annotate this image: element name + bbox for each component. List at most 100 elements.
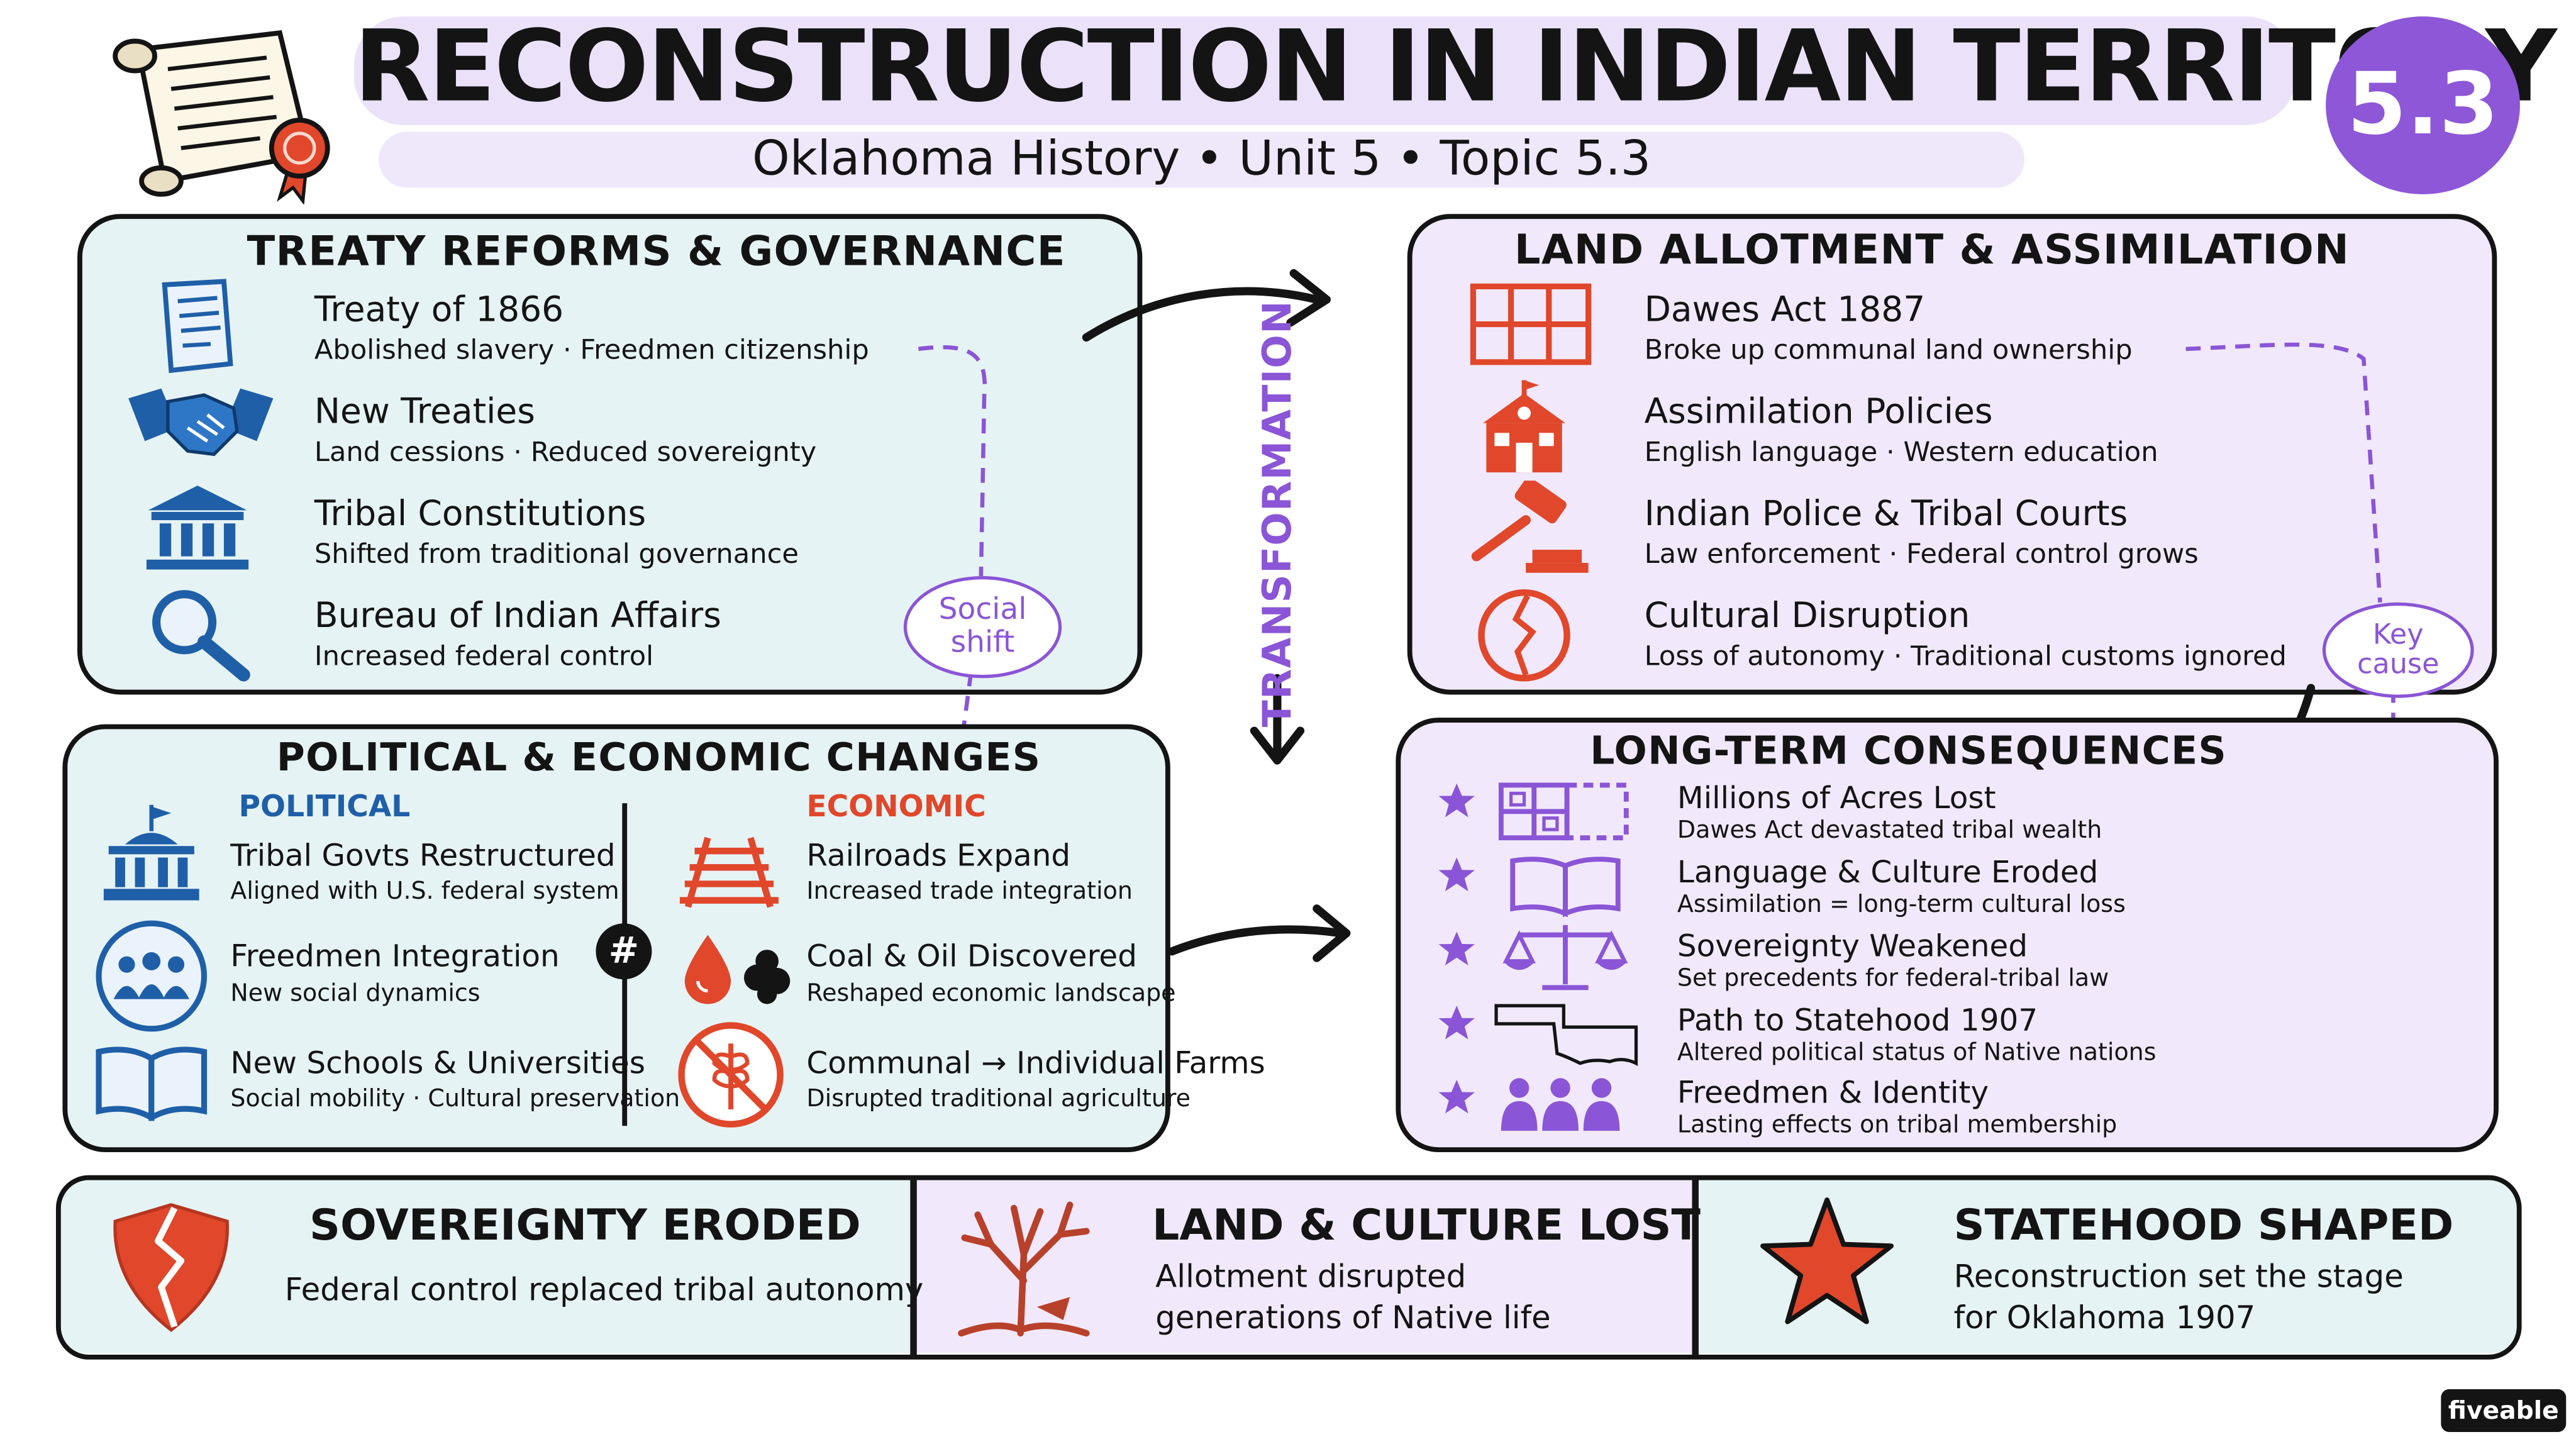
land-item-1-detail: Broke up communal land ownership (1644, 334, 2133, 366)
star-icon (1438, 1079, 1475, 1114)
social-shift-line2: shift (950, 625, 1015, 660)
hash-badge: # (596, 923, 652, 980)
political-item-2-detail: New social dynamics (230, 980, 480, 1008)
political-item-1-heading: Tribal Govts Restructured (230, 839, 616, 874)
star-icon (1438, 931, 1475, 965)
economic-item-2-detail: Reshaped economic landscape (806, 980, 1176, 1008)
treaty-item-4-heading: Bureau of Indian Affairs (314, 596, 721, 636)
broken-circle-icon (1478, 589, 1570, 682)
economic-item-2-heading: Coal & Oil Discovered (806, 940, 1137, 975)
consequence-item-2-heading: Language & Culture Eroded (1677, 855, 2099, 891)
land-item-1-heading: Dawes Act 1887 (1644, 289, 1926, 330)
star-icon (1438, 857, 1475, 892)
consequence-item-3-detail: Set precedents for federal-tribal law (1677, 966, 2109, 993)
economic-item-3-heading: Communal → Individual Farms (806, 1046, 1265, 1082)
oil-drop-coal-icon (684, 935, 791, 1004)
key-cause-line2: cause (2357, 648, 2440, 682)
document-icon (162, 279, 233, 374)
land-item-4-heading: Cultural Disruption (1644, 596, 1970, 636)
no-farming-icon (678, 1022, 784, 1128)
land-parcels-icon (1498, 782, 1629, 841)
scroll-seal-icon (113, 30, 330, 204)
treaty-item-1-heading: Treaty of 1866 (314, 289, 564, 330)
treaty-item-3-heading: Tribal Constitutions (314, 494, 647, 533)
oklahoma-outline-icon (1494, 1004, 1638, 1066)
government-building-icon (146, 486, 249, 570)
withered-tree-icon (958, 1201, 1090, 1337)
summary-1-title: SOVEREIGNTY ERODED (309, 1201, 861, 1252)
dashed-link-treaty (918, 345, 987, 577)
arrow-to-consequences (1167, 925, 1346, 956)
scales-of-justice-icon (1502, 924, 1628, 991)
economic-item-3-detail: Disrupted traditional agriculture (806, 1086, 1191, 1113)
land-grid-icon (1470, 283, 1592, 365)
star-bullets (1438, 783, 1475, 1114)
treaty-panel-title: TREATY REFORMS & GOVERNANCE (247, 227, 1066, 275)
land-item-3-heading: Indian Police & Tribal Courts (1644, 494, 2128, 533)
arrow-to-land-panel (1082, 287, 1321, 342)
consequence-item-1-detail: Dawes Act devastated tribal wealth (1677, 818, 2102, 845)
social-shift-line1: Social (938, 592, 1027, 628)
consequence-item-3-heading: Sovereignty Weakened (1677, 930, 2028, 965)
key-cause-tag: Key cause (2322, 602, 2474, 698)
social-shift-tag: Social shift (903, 576, 1062, 679)
title-highlight (353, 16, 2296, 125)
page-title: RECONSTRUCTION IN INDIAN TERRITORY (353, 9, 2557, 125)
political-panel-title: POLITICAL & ECONOMIC CHANGES (276, 734, 1041, 780)
land-item-4-detail: Loss of autonomy · Traditional customs i… (1644, 640, 2287, 672)
subtitle-highlight (378, 131, 2025, 188)
capitol-flag-icon (103, 804, 199, 901)
summary-2-title: LAND & CULTURE LOST (1152, 1201, 1701, 1252)
hash-badge-label: # (608, 931, 640, 972)
consequence-item-5-heading: Freedmen & Identity (1677, 1076, 1989, 1111)
treaty-item-3-detail: Shifted from traditional governance (314, 538, 799, 570)
political-item-1-detail: Aligned with U.S. federal system (230, 879, 619, 906)
summary-3-title: STATEHOOD SHAPED (1953, 1201, 2454, 1252)
political-item-3-heading: New Schools & Universities (230, 1046, 645, 1082)
consequence-item-5-detail: Lasting effects on tribal membership (1677, 1113, 2118, 1140)
community-group-icon (96, 920, 208, 1032)
political-label: POLITICAL (238, 790, 411, 825)
political-item-3-detail: Social mobility · Cultural preservation (230, 1086, 680, 1113)
treaty-item-2-heading: New Treaties (314, 391, 535, 431)
consequences-panel-title: LONG-TERM CONSEQUENCES (1590, 727, 2228, 774)
summary-3-text: Reconstruction set the stage for Oklahom… (1953, 1259, 2404, 1337)
handshake-icon (128, 388, 274, 457)
dashed-link-land (2185, 342, 2382, 603)
fiveable-logo-text: fiveable (2448, 1396, 2559, 1426)
consequence-item-2-detail: Assimilation = long-term cultural loss (1677, 892, 2126, 919)
treaty-item-1-detail: Abolished slavery · Freedmen citizenship (314, 334, 869, 366)
economic-label: ECONOMIC (806, 790, 986, 825)
consequence-item-1-heading: Millions of Acres Lost (1677, 782, 1996, 817)
magnifying-glass-icon (152, 590, 250, 682)
topic-badge-label: 5.3 (2346, 55, 2499, 155)
star-icon (1438, 783, 1475, 818)
gavel-icon (1471, 480, 1589, 573)
economic-item-1-heading: Railroads Expand (806, 839, 1071, 874)
cracked-shield-icon (113, 1203, 230, 1333)
land-item-2-detail: English language · Western education (1644, 436, 2158, 468)
consequence-item-4-detail: Altered political status of Native natio… (1677, 1040, 2157, 1067)
summary-2-text: Allotment disrupted generations of Nativ… (1155, 1259, 1551, 1337)
treaty-item-4-detail: Increased federal control (314, 640, 654, 672)
land-panel-title: LAND ALLOTMENT & ASSIMILATION (1514, 225, 2350, 274)
transformation-label: TRANSFORMATION (1254, 300, 1301, 728)
topic-badge: 5.3 (2326, 16, 2520, 194)
key-cause-line1: Key (2372, 619, 2424, 652)
schoolhouse-icon (1483, 380, 1565, 473)
star-icon (1438, 1006, 1475, 1040)
star-icon (1760, 1197, 1894, 1324)
page-subtitle: Oklahoma History • Unit 5 • Topic 5.3 (752, 130, 1652, 186)
summary-divider-1 (910, 1180, 916, 1355)
summary-divider-2 (1692, 1180, 1698, 1355)
people-group-icon (1501, 1078, 1620, 1131)
consequence-item-4-heading: Path to Statehood 1907 (1677, 1004, 2038, 1039)
fiveable-logo: fiveable (2441, 1389, 2567, 1432)
economic-item-1-detail: Increased trade integration (806, 879, 1133, 906)
open-book-icon (96, 1046, 208, 1121)
book-icon (1510, 857, 1621, 918)
land-item-3-detail: Law enforcement · Federal control grows (1644, 538, 2199, 570)
railroad-tracks-icon (679, 836, 779, 908)
political-item-2-heading: Freedmen Integration (230, 940, 560, 975)
